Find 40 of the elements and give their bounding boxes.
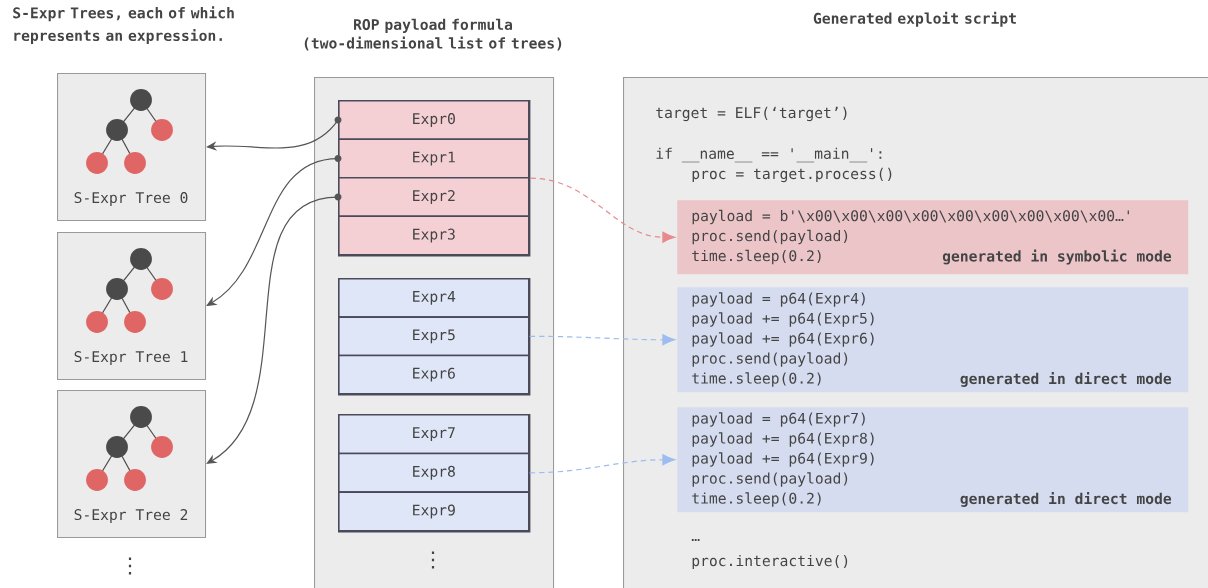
node-label: time.sleep(0.2)	[692, 372, 821, 387]
code-line: proc.interactive()	[692, 554, 848, 570]
list-item: Expr9	[338, 491, 530, 532]
node-label: payload += p64(Expr5)	[692, 312, 874, 327]
node-label: proc.send(payload)	[692, 352, 848, 367]
list-item: Expr7	[338, 414, 530, 455]
list-item: Expr6	[338, 354, 530, 395]
column-heading: S-Expr Trees, each of which represents an expression.	[13, 6, 234, 44]
node-label: payload = p64(Expr4)	[692, 292, 865, 307]
list-item: Expr0	[338, 100, 530, 141]
arrow	[529, 454, 676, 474]
mode-note: generated in direct mode	[960, 492, 1172, 507]
arrow	[206, 119, 339, 151]
arrow	[529, 334, 676, 346]
tree-box: S-Expr Tree 0	[57, 73, 207, 222]
list-item: Expr3	[338, 215, 530, 256]
list-item: Expr8	[338, 452, 530, 493]
list-item: Expr5	[338, 316, 530, 357]
list-item: Expr2	[338, 177, 530, 218]
ellipsis: ⋮	[128, 557, 132, 575]
ellipsis: ⋮	[431, 551, 435, 569]
mode-note: generated in symbolic mode	[942, 249, 1172, 265]
code-line: …	[691, 538, 700, 542]
node-label: payload += p64(Expr8)	[692, 432, 874, 447]
node-label: proc.send(payload)	[692, 472, 848, 487]
code-line: proc = target.process()	[692, 167, 892, 183]
code-line: target = ELF(‘target’)	[656, 106, 847, 122]
node-label: payload += p64(Expr9)	[692, 452, 874, 467]
list-item: Expr1	[338, 138, 530, 179]
tree-box: S-Expr Tree 1	[57, 232, 207, 381]
node-label: time.sleep(0.2)	[692, 492, 821, 507]
code-line: if __name__ == '__main__':	[656, 147, 882, 163]
panel-heading: Generated exploit script	[813, 11, 1016, 27]
list-item: Expr4	[338, 278, 530, 318]
node-label: payload = p64(Expr7)	[692, 412, 865, 427]
arrow	[529, 177, 676, 243]
mode-note: generated in direct mode	[960, 372, 1172, 387]
panel-heading: ROP payload formula (two-dimensional list of trees)	[304, 18, 562, 51]
tree-box: S-Expr Tree 2	[57, 390, 207, 539]
node-label: payload += p64(Expr6)	[692, 332, 874, 347]
